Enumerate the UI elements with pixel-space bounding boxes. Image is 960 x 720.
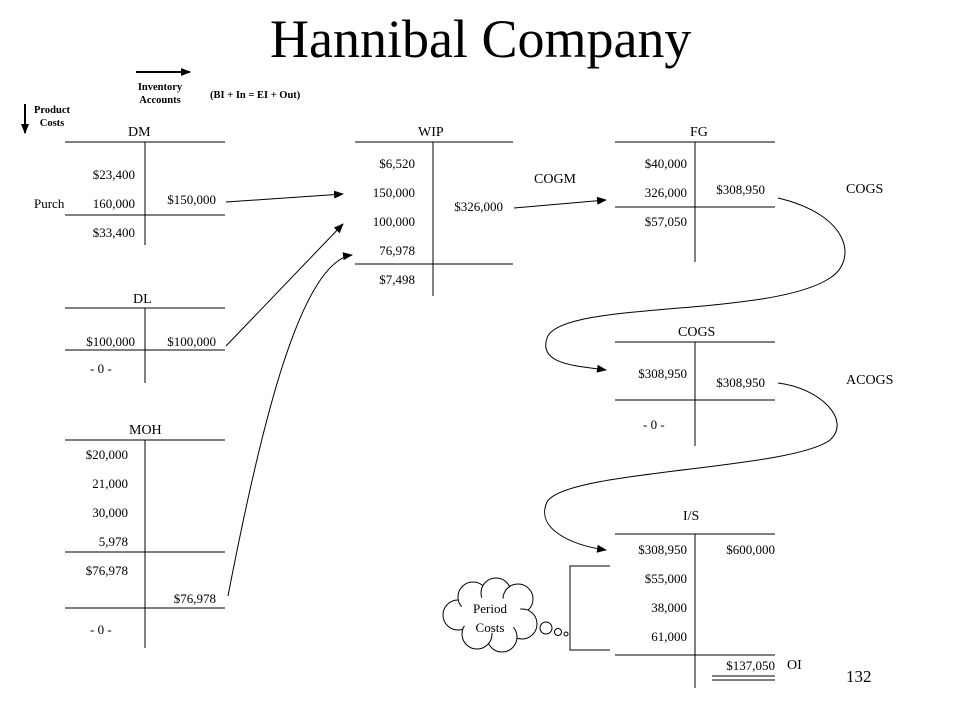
moh-debit-total: $76,978 bbox=[85, 563, 128, 578]
dm-debit-ending: $33,400 bbox=[92, 225, 135, 240]
wip-to-fg-arrow bbox=[513, 196, 607, 209]
acogs-flow-label: ACOGS bbox=[846, 373, 894, 388]
page-title: Hannibal Company bbox=[270, 9, 692, 69]
moh-debit-4: 5,978 bbox=[98, 534, 128, 549]
wip-debit-dm: 150,000 bbox=[372, 185, 415, 200]
dm-to-wip-arrow bbox=[225, 190, 344, 203]
wip-debit-dl: 100,000 bbox=[372, 214, 415, 229]
fg-t-account bbox=[615, 141, 775, 262]
moh-debit-1: $20,000 bbox=[85, 447, 128, 462]
cogs-debit: $308,950 bbox=[638, 366, 687, 381]
dl-to-wip-arrow bbox=[225, 223, 344, 347]
fg-debit-beginning: $40,000 bbox=[644, 156, 687, 171]
moh-account-title: MOH bbox=[129, 423, 162, 438]
cogs-credit: $308,950 bbox=[716, 375, 765, 390]
fg-to-cogs-arrow bbox=[545, 197, 846, 373]
is-t-account bbox=[615, 533, 775, 688]
product-costs-label: Product Costs bbox=[34, 105, 70, 129]
cogs-debit-ending: - 0 - bbox=[643, 417, 665, 432]
dm-credit: $150,000 bbox=[167, 192, 216, 207]
cogs-flow-label: COGS bbox=[846, 182, 884, 197]
dm-account-title: DM bbox=[128, 125, 151, 140]
oi-label: OI bbox=[787, 658, 802, 673]
moh-to-wip-arrow bbox=[227, 252, 353, 597]
fg-debit-ending: $57,050 bbox=[644, 214, 687, 229]
dl-debit: $100,000 bbox=[86, 334, 135, 349]
dl-debit-ending: - 0 - bbox=[90, 361, 112, 376]
dm-debit-beginning: $23,400 bbox=[92, 167, 135, 182]
wip-credit: $326,000 bbox=[454, 199, 503, 214]
wip-debit-moh: 76,978 bbox=[379, 243, 415, 258]
dl-account-title: DL bbox=[133, 292, 152, 307]
dm-purch-label: Purch bbox=[34, 196, 65, 211]
cogs-account-title: COGS bbox=[678, 325, 716, 340]
is-debit-3: 61,000 bbox=[651, 629, 687, 644]
is-account-title: I/S bbox=[683, 509, 700, 524]
moh-t-account bbox=[65, 439, 225, 648]
period-costs-bracket bbox=[569, 565, 610, 651]
inventory-accounts-label: Inventory Accounts bbox=[137, 82, 183, 106]
fg-credit: $308,950 bbox=[716, 182, 765, 197]
period-costs-label: Period Costs bbox=[473, 601, 507, 635]
fg-debit-cogm: 326,000 bbox=[644, 185, 687, 200]
cogs-t-account bbox=[615, 341, 775, 446]
slide-number: 132 bbox=[846, 667, 872, 686]
is-credit-sales: $600,000 bbox=[726, 542, 775, 557]
period-costs-cloud bbox=[442, 577, 569, 653]
cogs-to-is-arrow bbox=[544, 382, 838, 553]
is-debit-cogs: $308,950 bbox=[638, 542, 687, 557]
wip-account-title: WIP bbox=[418, 125, 444, 140]
cogm-label: COGM bbox=[534, 172, 577, 187]
fg-account-title: FG bbox=[690, 125, 708, 140]
wip-debit-beginning: $6,520 bbox=[379, 156, 415, 171]
dl-credit: $100,000 bbox=[167, 334, 216, 349]
moh-debit-3: 30,000 bbox=[92, 505, 128, 520]
moh-debit-2: 21,000 bbox=[92, 476, 128, 491]
dl-t-account bbox=[65, 307, 225, 383]
wip-debit-ending: $7,498 bbox=[379, 272, 415, 287]
moh-debit-ending: - 0 - bbox=[90, 622, 112, 637]
is-credit-oi: $137,050 bbox=[726, 658, 775, 673]
formula-label: (BI + In = EI + Out) bbox=[210, 90, 301, 101]
dm-debit-purchases: 160,000 bbox=[92, 196, 135, 211]
wip-t-account bbox=[355, 141, 513, 296]
dm-t-account bbox=[65, 141, 225, 245]
is-debit-2: 38,000 bbox=[651, 600, 687, 615]
is-debit-1: $55,000 bbox=[644, 571, 687, 586]
moh-credit: $76,978 bbox=[173, 591, 216, 606]
